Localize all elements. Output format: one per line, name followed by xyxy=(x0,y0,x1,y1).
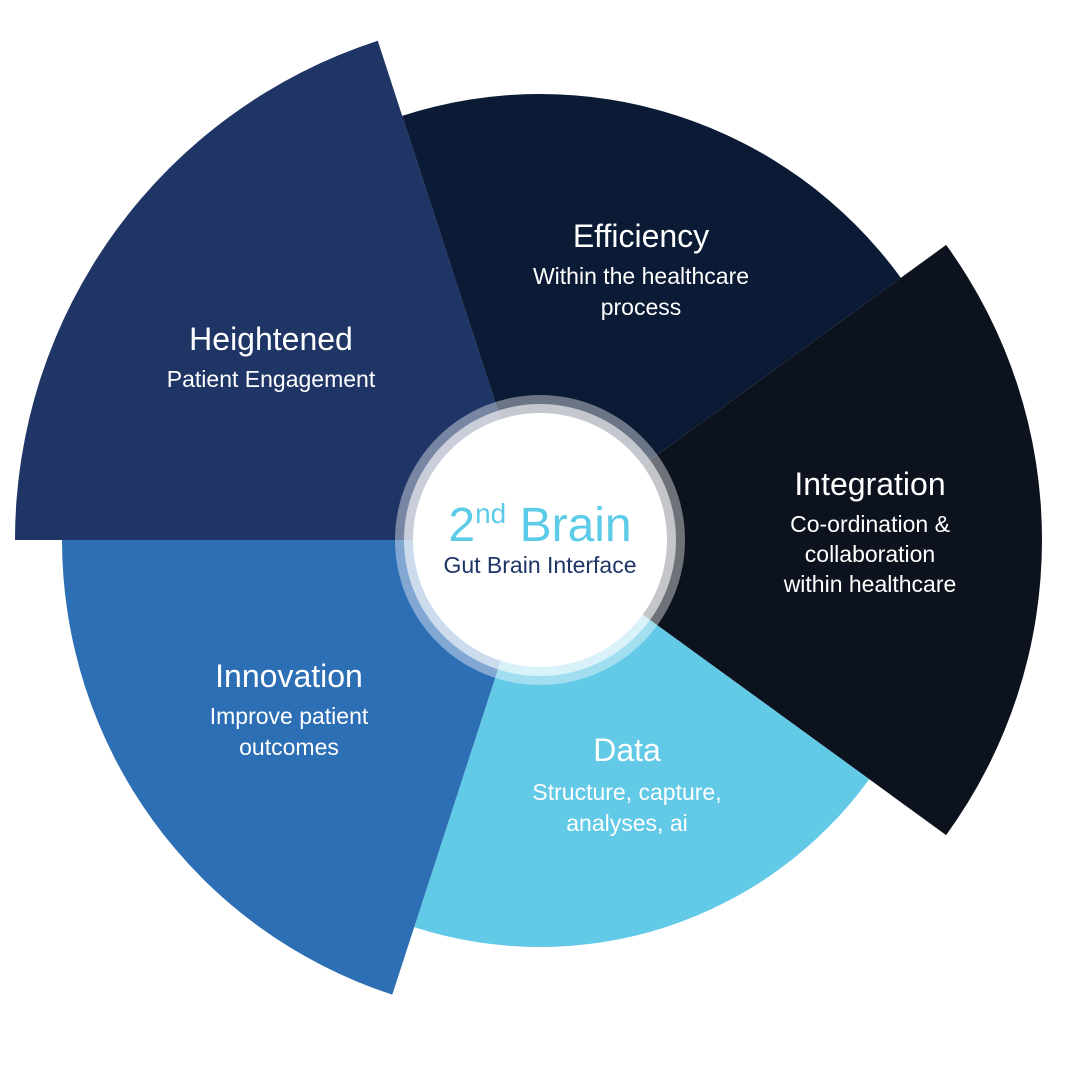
hub-subtitle: Gut Brain Interface xyxy=(443,552,636,578)
segment-integration: Integration Co-ordination & collaboratio… xyxy=(783,466,957,597)
wedge-integration xyxy=(540,244,1042,836)
segment-title: Integration xyxy=(794,466,945,502)
segment-data: Data Structure, capture, analyses, ai xyxy=(532,732,721,836)
segment-desc: process xyxy=(601,294,682,320)
segment-desc: Patient Engagement xyxy=(167,366,376,392)
segment-innovation: Innovation Improve patient outcomes xyxy=(210,658,369,760)
hub-core xyxy=(413,413,667,667)
wedge-heightened xyxy=(15,40,540,541)
segment-desc: Within the healthcare xyxy=(533,263,749,289)
segment-title: Efficiency xyxy=(573,218,709,254)
segment-heightened: Heightened Patient Engagement xyxy=(167,321,376,392)
segment-desc: collaboration xyxy=(805,541,935,567)
segment-title: Data xyxy=(593,732,661,768)
segment-title: Innovation xyxy=(215,658,363,694)
segment-efficiency: Efficiency Within the healthcare process xyxy=(533,218,749,320)
segment-desc: within healthcare xyxy=(783,571,957,597)
segment-desc: analyses, ai xyxy=(566,810,687,836)
center-hub: 2nd Brain Gut Brain Interface xyxy=(395,395,685,685)
segment-desc: Structure, capture, xyxy=(532,779,721,805)
segment-desc: outcomes xyxy=(239,734,339,760)
wedge-innovation xyxy=(62,540,540,995)
segment-desc: Co-ordination & xyxy=(790,511,950,537)
segment-title: Heightened xyxy=(189,321,353,357)
segment-desc: Improve patient xyxy=(210,703,369,729)
hub-title: 2nd Brain xyxy=(448,498,631,552)
